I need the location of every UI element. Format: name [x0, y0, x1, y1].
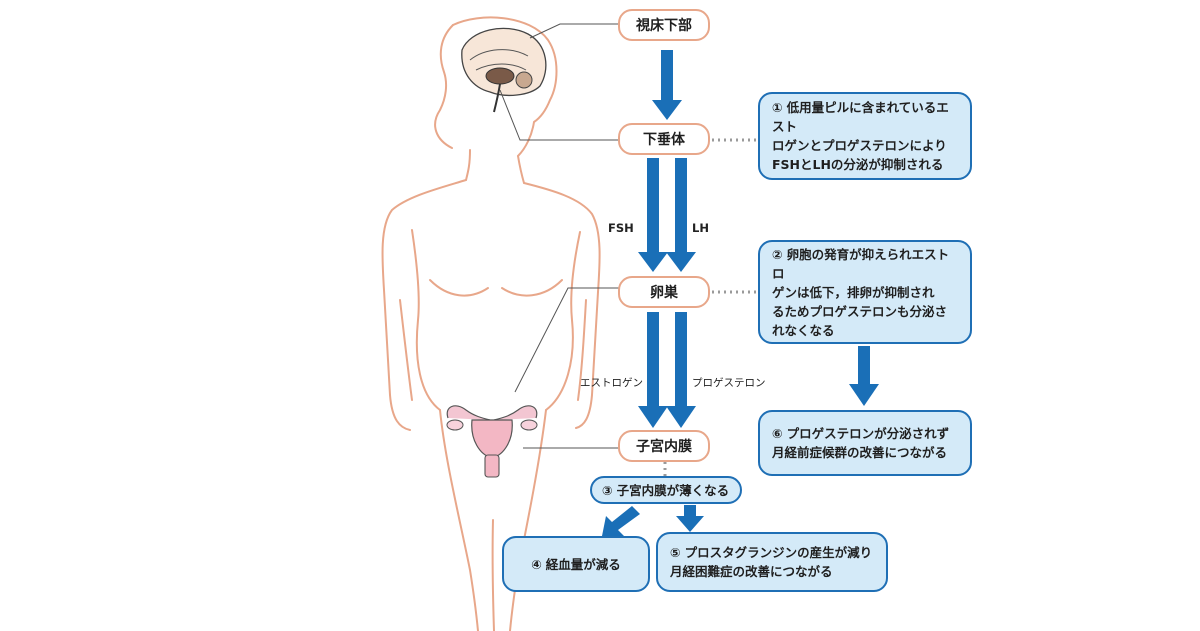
note-3-number: ③ [602, 482, 613, 498]
note-2-text: 卵胞の発育が抑えられエストロ ゲンは低下，排卵が抑制され るためプロゲステロンも… [772, 246, 950, 338]
node-ovary: 卵巣 [618, 276, 710, 308]
anatomy-connectors [499, 23, 620, 449]
flow-arrows [602, 50, 879, 536]
note-1-text: 低用量ピルに含まれているエスト ロゲンとプロゲステロンにより FSHとLHの分泌… [772, 100, 949, 172]
node-pituitary-label: 下垂体 [643, 132, 685, 148]
note-5-text: プロスタグランジンの産生が減り 月経困難症の改善につながる [670, 545, 873, 579]
node-hypothalamus-label: 視床下部 [636, 18, 692, 34]
note-2-number: ② [772, 246, 783, 262]
dotted-connectors [663, 138, 760, 476]
uterus-illustration [446, 405, 538, 478]
label-progesterone: プロゲステロン [692, 377, 766, 389]
note-6-text: プロゲステロンが分泌されず 月経前症候群の改善につながる [772, 426, 950, 460]
node-ovary-label: 卵巣 [650, 285, 678, 301]
node-pituitary: 下垂体 [618, 123, 710, 155]
node-endometrium: 子宮内膜 [618, 430, 710, 462]
note-6-number: ⑥ [772, 426, 783, 441]
note-3-text: 子宮内膜が薄くなる [616, 482, 730, 498]
note-5-number: ⑤ [670, 545, 681, 560]
note-1-number: ① [772, 100, 783, 115]
note-4-text: 経血量が減る [545, 556, 621, 572]
brain-illustration [461, 27, 547, 113]
note-4-number: ④ [531, 556, 542, 572]
node-endometrium-label: 子宮内膜 [636, 439, 692, 455]
label-fsh: FSH [608, 221, 634, 235]
node-hypothalamus: 視床下部 [618, 9, 710, 41]
label-lh: LH [692, 221, 709, 235]
label-estrogen: エストロゲン [580, 377, 643, 389]
